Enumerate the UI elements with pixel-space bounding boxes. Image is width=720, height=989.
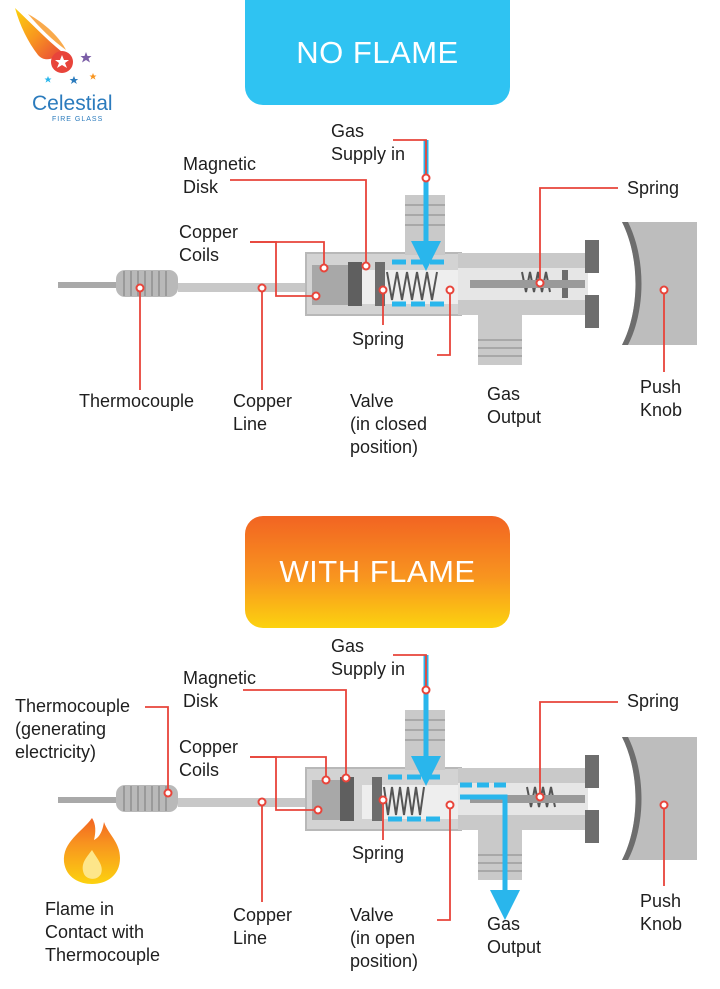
valve-spring (386, 271, 438, 301)
gas-output-pipe (478, 300, 522, 365)
push-rod (470, 280, 585, 288)
comet-flame-icon (15, 8, 97, 84)
label-flame-contact: Flame in Contact with Thermocouple (45, 899, 161, 965)
valve-plate (375, 262, 385, 306)
label-gas-supply-2: Gas Supply in (331, 636, 406, 679)
thermocouple-probe-2 (58, 797, 118, 803)
label-spring-mid: Spring (352, 329, 405, 349)
label-spring-top: Spring (627, 178, 680, 198)
thermocouple-body (116, 270, 178, 297)
leader-dots (135, 173, 669, 815)
label-magnetic-disk-2: Magnetic Disk (183, 668, 257, 711)
flame-icon (63, 818, 120, 884)
valve-spring-2 (383, 786, 425, 816)
label-magnetic-disk: Magnetic Disk (183, 154, 257, 197)
no-flame-diagram (58, 140, 697, 365)
gas-out-arrow (460, 794, 520, 920)
label-push-knob: Push Knob (640, 377, 683, 420)
thermocouple-probe (58, 282, 118, 288)
copper-line (178, 283, 308, 292)
logo-name: Celestial (32, 92, 113, 115)
label-gas-supply: Gas Supply in (331, 121, 406, 164)
push-knob-2 (622, 737, 697, 860)
label-gas-output: Gas Output (487, 384, 542, 427)
valve-plate-2 (372, 777, 382, 821)
copper-line-2 (178, 798, 308, 807)
label-valve-2: Valve (in open position) (350, 905, 419, 971)
label-push-knob-2: Push Knob (640, 891, 683, 934)
label-copper-coils: Copper Coils (179, 222, 239, 265)
push-knob (622, 222, 697, 345)
label-thermocouple: Thermocouple (79, 391, 195, 411)
logo-subtitle: FIRE GLASS (52, 116, 104, 123)
label-copper-coils-2: Copper Coils (179, 737, 239, 780)
magnetic-disk (348, 262, 362, 306)
label-spring-mid-2: Spring (352, 843, 405, 863)
gas-output-pipe-2 (478, 815, 522, 880)
with-flame-banner: WITH FLAME (245, 516, 510, 628)
with-flame-diagram (58, 655, 697, 920)
label-gas-output-2: Gas Output (487, 914, 542, 957)
magnetic-disk-2 (340, 777, 354, 821)
no-flame-banner: NO FLAME (245, 0, 510, 105)
label-spring-top-2: Spring (627, 691, 680, 711)
leader-lines (139, 139, 665, 921)
label-copper-line-2: Copper Line (233, 905, 293, 948)
label-thermocouple-2: Thermocouple (generating electricity) (15, 696, 131, 762)
label-copper-line: Copper Line (233, 391, 293, 434)
label-valve: Valve (in closed position) (350, 391, 428, 457)
